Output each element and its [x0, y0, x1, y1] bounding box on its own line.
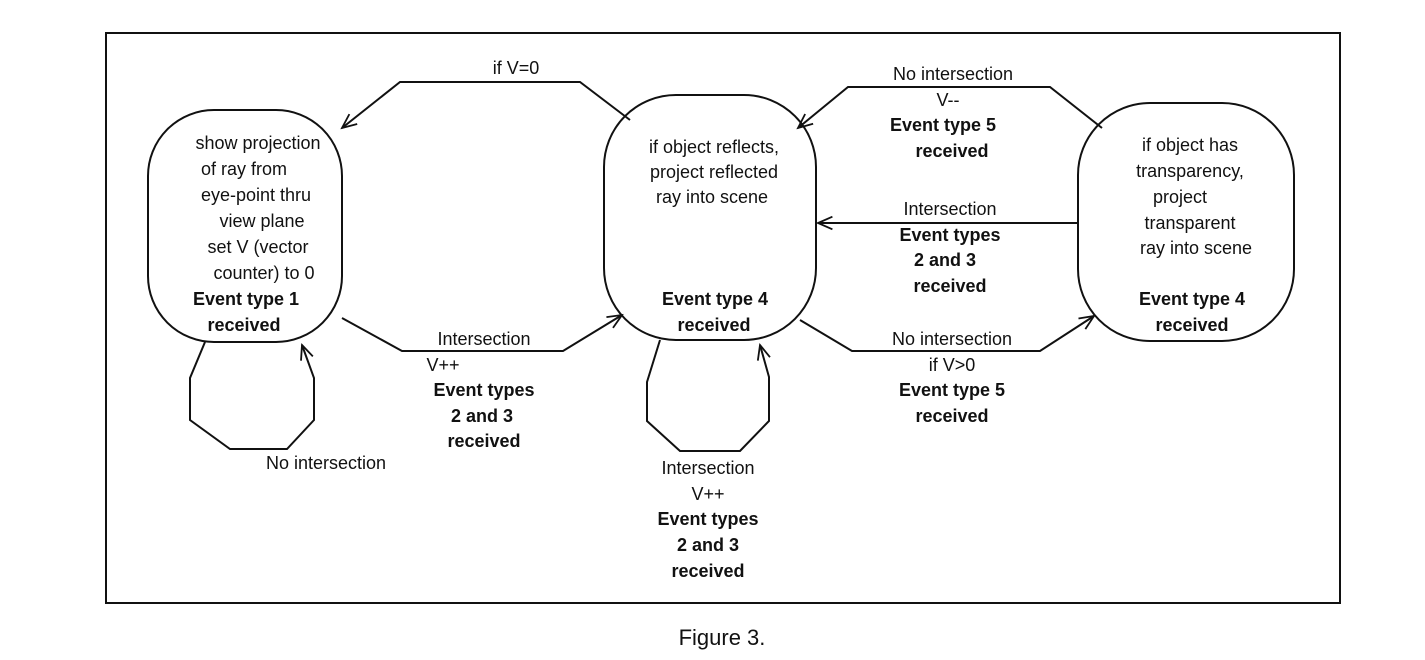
label-right-to-center-top-event: received — [915, 141, 988, 161]
label-left-to-center: V++ — [426, 355, 459, 375]
figure-caption: Figure 3. — [679, 625, 766, 650]
label-right-to-center-mid-event: Event types — [899, 225, 1000, 245]
label-left-to-center-event: Event types — [433, 380, 534, 400]
arrow-right-to-center-top — [798, 86, 1103, 128]
state-right-line: if object has — [1142, 135, 1238, 155]
state-left-line: set V (vector — [207, 237, 308, 257]
label-center-self: V++ — [691, 484, 724, 504]
state-show-projection — [147, 109, 343, 343]
state-center-line: ray into scene — [656, 187, 768, 207]
label-center-to-left: if V=0 — [493, 58, 540, 78]
state-right-line: ray into scene — [1140, 238, 1252, 258]
arrow-left-self-loop — [189, 341, 315, 450]
state-right-line: transparency, — [1136, 161, 1244, 181]
state-left-line: view plane — [219, 211, 304, 231]
label-right-to-center-top: No intersection — [893, 64, 1013, 84]
state-center-line: project reflected — [650, 162, 778, 182]
label-center-to-right-event: Event type 5 — [899, 380, 1005, 400]
label-center-self-event: received — [671, 561, 744, 581]
label-center-self-event: 2 and 3 — [677, 535, 739, 555]
state-right-line: project — [1153, 187, 1207, 207]
state-center-line: if object reflects, — [649, 137, 779, 157]
label-center-self-event: Event types — [657, 509, 758, 529]
label-right-to-center-mid: Intersection — [903, 199, 996, 219]
label-right-to-center-top-event: Event type 5 — [890, 115, 996, 135]
state-center-event: received — [677, 315, 750, 335]
arrow-center-to-right — [799, 316, 1094, 352]
state-left-line: show projection — [195, 133, 320, 153]
label-center-to-right: if V>0 — [929, 355, 976, 375]
label-center-self: Intersection — [661, 458, 754, 478]
label-center-to-right: No intersection — [892, 329, 1012, 349]
label-right-to-center-mid-event: 2 and 3 — [914, 250, 976, 270]
arrow-center-to-left — [342, 81, 631, 128]
state-left-line: counter) to 0 — [213, 263, 314, 283]
label-left-to-center-event: 2 and 3 — [451, 406, 513, 426]
state-right-event: received — [1155, 315, 1228, 335]
state-left-event: received — [207, 315, 280, 335]
arrow-left-to-center — [341, 315, 622, 352]
label-center-to-right-event: received — [915, 406, 988, 426]
label-left-to-center-event: received — [447, 431, 520, 451]
arrow-center-self-loop — [646, 339, 769, 452]
state-right-event: Event type 4 — [1139, 289, 1245, 309]
label-left-to-center: Intersection — [437, 329, 530, 349]
state-left-line: eye-point thru — [201, 185, 311, 205]
state-left-event: Event type 1 — [193, 289, 299, 309]
state-left-line: of ray from — [201, 159, 287, 179]
label-right-to-center-mid-event: received — [913, 276, 986, 296]
state-center-event: Event type 4 — [662, 289, 768, 309]
state-right-line: transparent — [1144, 213, 1235, 233]
label-right-to-center-top: V-- — [936, 90, 959, 110]
state-reflection — [603, 94, 817, 341]
label-left-self: No intersection — [266, 453, 386, 473]
diagram-frame — [105, 32, 1341, 604]
